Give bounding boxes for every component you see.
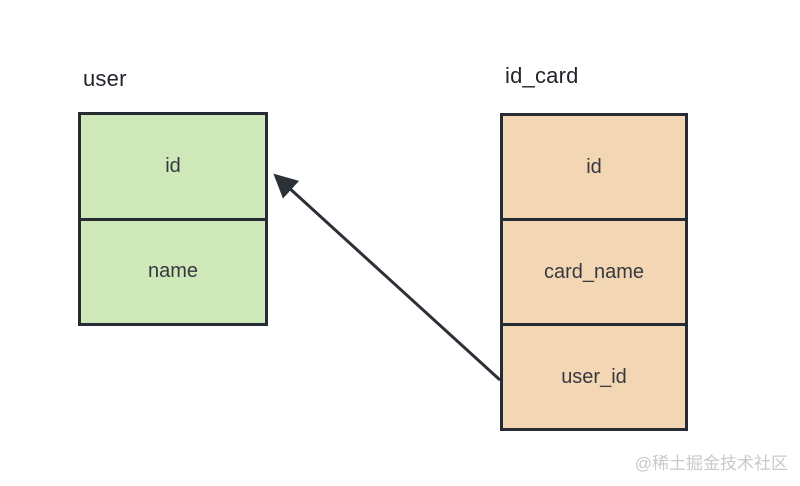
user-table: id name xyxy=(78,112,268,326)
idcard-table: id card_name user_id xyxy=(500,113,688,431)
user-field-id: id xyxy=(165,154,181,177)
user-table-title: user xyxy=(83,66,127,91)
watermark: @稀土掘金技术社区 xyxy=(634,454,788,473)
idcard-field-id: id xyxy=(586,155,602,178)
idcard-field-user-id: user_id xyxy=(503,323,685,428)
idcard-table-title: id_card xyxy=(505,63,579,88)
user-field-name: name xyxy=(81,217,265,324)
idcard-field-card-name: card_name xyxy=(503,218,685,323)
